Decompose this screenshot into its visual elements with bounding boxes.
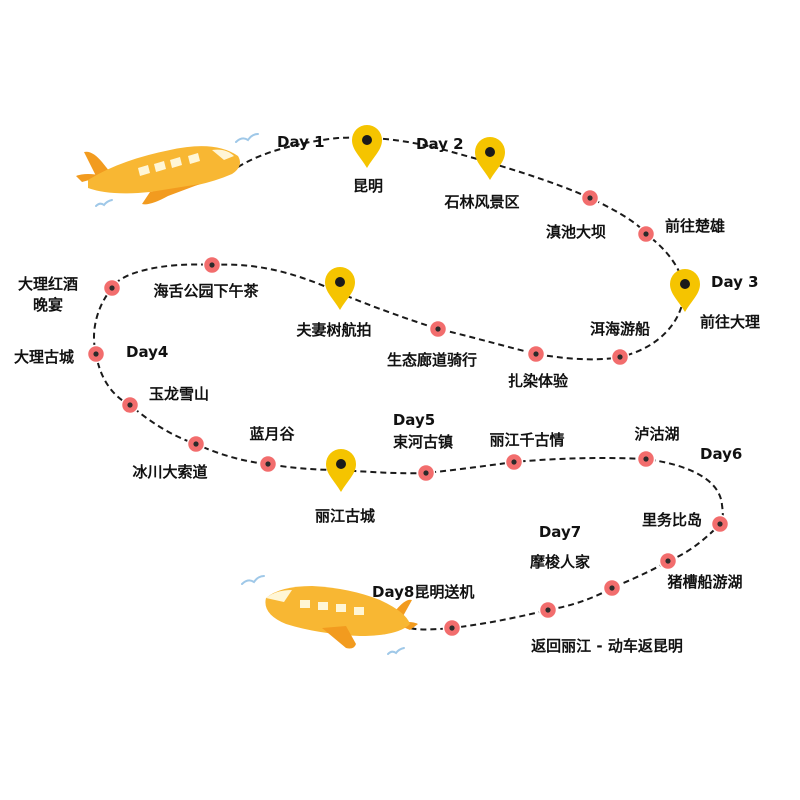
stop-label-zharan: 扎染体验 <box>507 372 569 390</box>
stop-label-haishe: 海舌公园下午茶 <box>153 282 259 300</box>
day-6-label: Day6 <box>700 445 743 463</box>
seagull-icon <box>235 133 259 143</box>
stop-marker-shuhe <box>416 463 436 483</box>
stop-label-return: 返回丽江 - 动车返昆明 <box>531 637 683 655</box>
stop-label-wine: 大理红酒 晚宴 <box>17 275 79 314</box>
seagull-icon <box>387 647 405 655</box>
stop-marker-chuxiong <box>636 224 656 244</box>
stop-label-lugu: 泸沽湖 <box>634 425 680 443</box>
stop-marker-erhai-boat <box>610 347 630 367</box>
day-4-label: Day4 <box>126 343 169 361</box>
stop-marker-qiangu <box>504 452 524 472</box>
day-1-label: Day 1 <box>277 133 325 151</box>
stop-marker-lugu <box>636 449 656 469</box>
stop-marker-lanyue <box>258 454 278 474</box>
stop-marker-ecology <box>428 319 448 339</box>
stop-label-mosuo: 摩梭人家 <box>529 553 591 571</box>
stop-label-yulong: 玉龙雪山 <box>149 385 210 403</box>
stop-marker-wine <box>102 278 122 298</box>
stop-marker-haishe <box>202 255 222 275</box>
stop-label-lanyue: 蓝月谷 <box>249 425 295 443</box>
seagull-icon <box>95 199 113 207</box>
stop-marker-yulong <box>120 395 140 415</box>
stop-marker-glacier <box>186 434 206 454</box>
stop-marker-liwubi <box>710 514 730 534</box>
stop-label-chuxiong: 前往楚雄 <box>664 217 726 235</box>
stop-label-dali: 前往大理 <box>699 313 761 331</box>
stop-label-shuhe: 束河古镇 <box>392 433 454 451</box>
stop-label-glacier: 冰川大索道 <box>132 463 208 481</box>
stop-label-ecology: 生态廊道骑行 <box>386 351 478 369</box>
stop-label-kunming: 昆明 <box>352 177 384 195</box>
map-pin-icon <box>670 269 700 312</box>
plane-icon <box>76 146 240 205</box>
day-7-label: Day7 <box>538 523 582 541</box>
stop-marker-pig-boat <box>658 551 678 571</box>
stop-marker-final <box>442 618 462 638</box>
stop-label-fuqishu: 夫妻树航拍 <box>296 321 372 339</box>
stop-label-liwubi: 里务比岛 <box>641 511 703 529</box>
stop-marker-dali-old <box>86 344 106 364</box>
stop-label-shilin: 石林风景区 <box>444 193 520 211</box>
stop-marker-dianchi <box>580 188 600 208</box>
day-5-label: Day5 <box>392 411 436 429</box>
stop-label-lijiang-old: 丽江古城 <box>314 507 376 525</box>
seagull-icon <box>241 575 265 585</box>
stop-label-pig-boat: 猪槽船游湖 <box>667 573 743 591</box>
stop-marker-mosuo <box>602 578 622 598</box>
stop-label-dianchi: 滇池大坝 <box>545 223 607 241</box>
stop-marker-zharan <box>526 344 546 364</box>
day-2-label: Day 2 <box>416 135 464 153</box>
stop-marker-return <box>538 600 558 620</box>
map-pin-icon <box>326 449 356 492</box>
day-3-label: Day 3 <box>711 273 759 291</box>
day-8-label: Day8昆明送机 <box>372 583 475 601</box>
stop-label-dali-old: 大理古城 <box>14 348 75 366</box>
stop-label-erhai-boat: 洱海游船 <box>589 320 651 338</box>
map-pin-icon <box>352 125 382 168</box>
plane-icon <box>265 586 418 649</box>
map-pin-icon <box>475 137 505 180</box>
map-pin-icon <box>325 267 355 310</box>
stop-label-qiangu: 丽江千古情 <box>489 431 565 449</box>
